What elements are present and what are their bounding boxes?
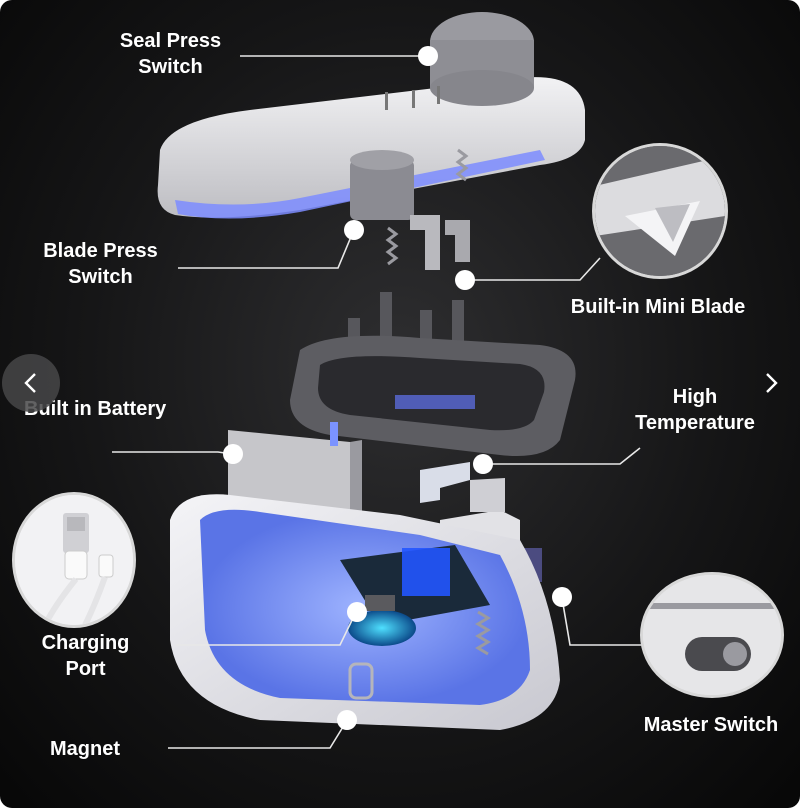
label-magnet-text: Magnet (50, 738, 120, 760)
label-magnet: Magnet (50, 736, 150, 762)
carousel-prev-button[interactable] (2, 354, 60, 412)
middle-frame-part (290, 292, 576, 456)
label-built-in-mini-blade: Built-in Mini Blade (548, 294, 768, 320)
label-mini-blade-text: Built-in Mini Blade (570, 296, 746, 318)
label-blade-press-line1: Blade Press (43, 240, 158, 262)
label-seal-press-line1: Seal Press (119, 30, 222, 52)
usb-cable-closeup (12, 492, 136, 628)
label-master-switch-text: Master Switch (643, 714, 779, 736)
chevron-right-icon (766, 373, 778, 393)
carousel-next-button[interactable] (742, 354, 800, 412)
blade-press-post (350, 148, 470, 270)
label-seal-press-line2: Switch (138, 56, 203, 78)
label-master-switch: Master Switch (626, 712, 796, 738)
label-high-temperature: High Temperature (615, 384, 775, 436)
mini-blade-closeup (592, 143, 728, 279)
master-switch-closeup-art (643, 575, 781, 695)
label-battery-text: Built in Battery (24, 398, 167, 420)
label-charging-port-line2: Port (65, 658, 106, 680)
label-charging-port-line1: Charging (41, 632, 130, 654)
lid-part (157, 12, 585, 219)
leader-dots (223, 46, 572, 730)
label-blade-press-switch: Blade Press Switch (28, 238, 173, 290)
label-high-temp-line2: Temperature (635, 412, 755, 434)
label-blade-press-line2: Switch (68, 266, 133, 288)
mini-blade-closeup-art (595, 146, 725, 276)
chevron-left-icon (24, 373, 36, 393)
usb-cable-closeup-art (15, 495, 133, 625)
label-built-in-battery: Built in Battery (24, 396, 206, 422)
leader-lines (112, 55, 642, 749)
label-high-temp-line1: High (672, 386, 718, 408)
label-charging-port: Charging Port (28, 630, 143, 682)
master-switch-closeup (640, 572, 784, 698)
label-seal-press-switch: Seal Press Switch (103, 28, 238, 80)
